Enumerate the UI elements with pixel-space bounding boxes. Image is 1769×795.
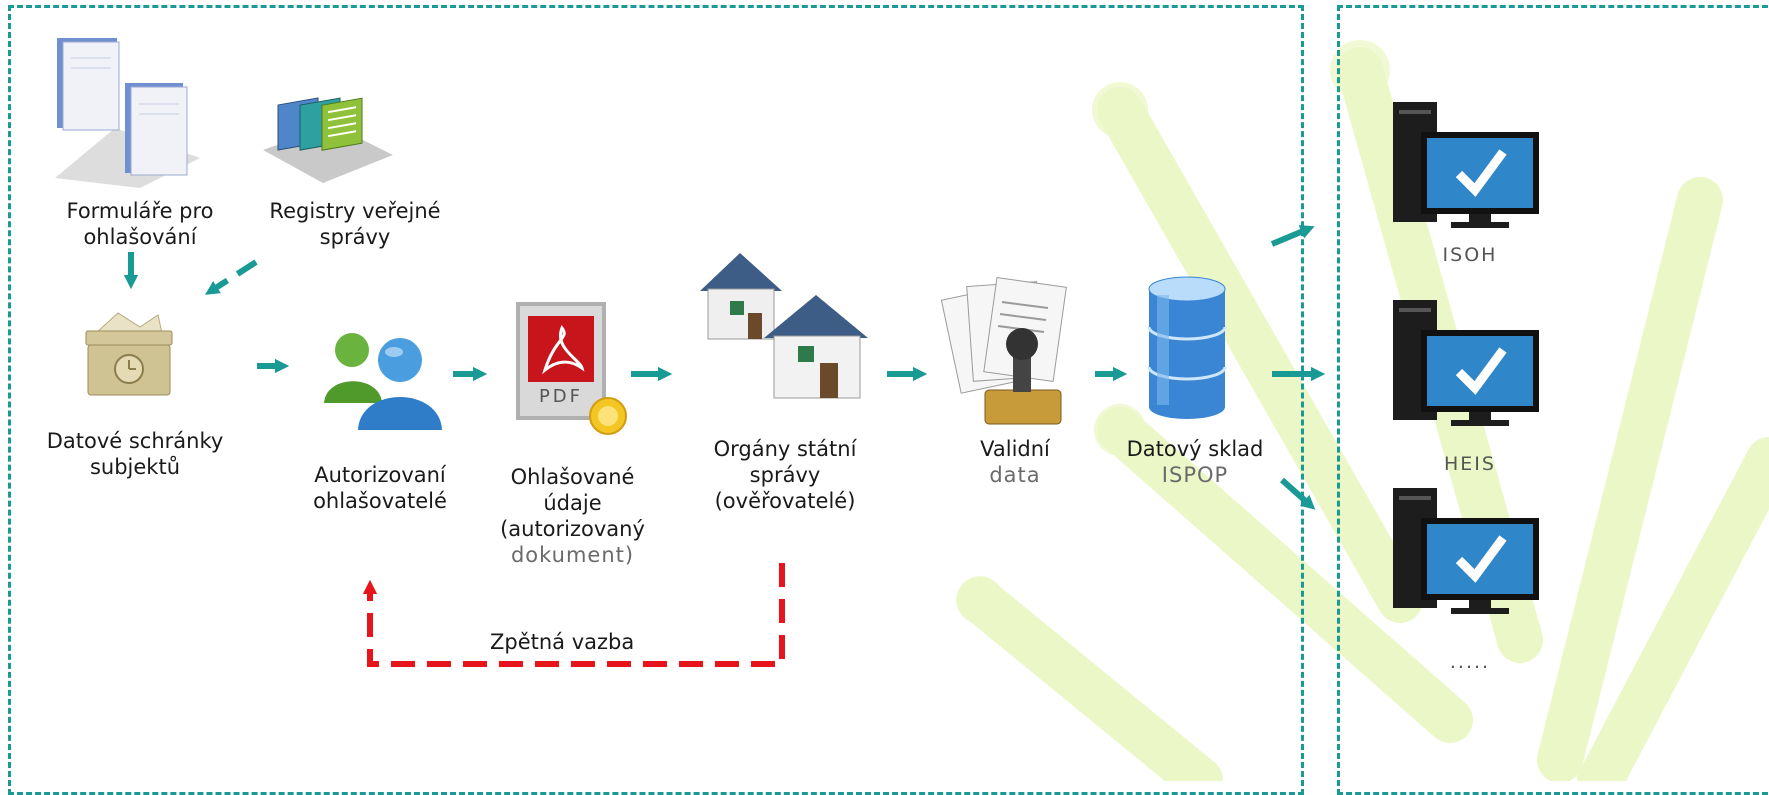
pdf-document-icon: PDF — [516, 302, 627, 435]
system-isoh-label: ISOH — [1442, 244, 1498, 266]
forms-label: Formuláře pro ohlašování — [66, 199, 214, 249]
feedback-label: Zpětná vazba — [490, 630, 635, 654]
system-more-label: ..... — [1449, 651, 1491, 673]
registry-icon — [263, 97, 393, 183]
system-heis-label: HEIS — [1444, 453, 1496, 475]
mailboxes-label: Datové schránky subjektů — [46, 429, 224, 479]
computer-icon — [1393, 102, 1539, 228]
registries-label: Registry veřejné správy — [269, 199, 441, 249]
reporters-label: Autorizovaní ohlašovatelé — [313, 463, 447, 513]
stamped-documents-icon — [940, 277, 1067, 425]
valid-data-label: Validní data — [980, 437, 1050, 487]
houses-icon — [700, 253, 868, 399]
pdf-label: PDF — [539, 386, 583, 407]
users-icon — [324, 333, 442, 430]
feedback-arrow — [362, 563, 785, 667]
arrow-to-isoh — [1270, 225, 1315, 247]
mailbox-icon — [85, 312, 173, 396]
arrow-to-other — [1280, 477, 1316, 510]
computer-icon — [1393, 488, 1539, 614]
database-icon — [1147, 276, 1227, 419]
arrow-registries-to-mailbox — [204, 259, 258, 295]
warehouse-label: Datový sklad ISPOP — [1126, 437, 1264, 487]
computer-icon — [1393, 300, 1539, 426]
authorities-label: Orgány státní správy (ověřovatelé) — [713, 437, 857, 513]
forms-icon — [55, 38, 200, 188]
reported-data-label: Ohlašované údaje (autorizovaný dokument) — [500, 465, 645, 567]
